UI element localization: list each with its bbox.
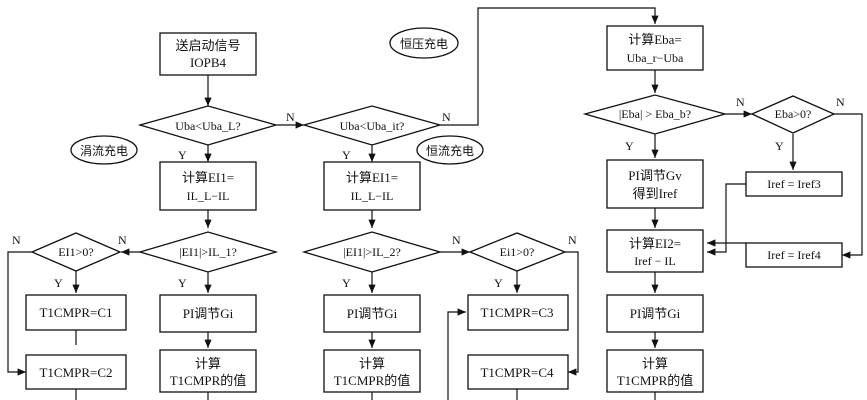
decision-e-pos-b: Ei1>0?: [468, 232, 567, 272]
decision-uba-it: Uba<Uba_it?: [301, 105, 443, 146]
svg-text:Y: Y: [178, 276, 187, 290]
svg-text:Ei1>0?: Ei1>0?: [500, 245, 535, 259]
svg-text:计算: 计算: [359, 356, 385, 371]
svg-text:T1CMPR的值: T1CMPR的值: [334, 373, 411, 388]
svg-text:T1CMPR的值: T1CMPR的值: [170, 373, 247, 388]
svg-text:PI调节Gi: PI调节Gi: [183, 306, 234, 321]
svg-text:Iref − IL: Iref − IL: [634, 254, 675, 268]
box-cmpr4: T1CMPR=C4: [467, 354, 569, 390]
svg-text:Eba>0?: Eba>0?: [775, 107, 812, 121]
ellipse-trickle: 涓流充电: [70, 135, 138, 165]
svg-text:N: N: [118, 233, 127, 247]
svg-text:T1CMPR=C4: T1CMPR=C4: [480, 365, 554, 380]
svg-text:计算Eba=: 计算Eba=: [628, 32, 682, 47]
decision-ei1-a: |EI1|>IL_1?: [137, 231, 279, 273]
svg-text:N: N: [452, 233, 461, 247]
decision-ei1-b: |EI1|>IL_2?: [301, 231, 443, 273]
svg-text:IL_L−IL: IL_L−IL: [187, 189, 230, 203]
box-pi-c: PI调节Gi: [606, 294, 704, 333]
box-calc-ei1-b: 计算EI1= IL_L−IL: [323, 161, 421, 211]
svg-text:N: N: [442, 110, 451, 124]
svg-text:Y: Y: [54, 276, 63, 290]
box-cmpr1: T1CMPR=C1: [25, 294, 127, 331]
svg-text:|EI1|>IL_1?: |EI1|>IL_1?: [179, 245, 237, 259]
decision-eba-pos: Eba>0?: [750, 95, 836, 134]
svg-text:得到Iref: 得到Iref: [633, 186, 678, 201]
svg-text:Uba<Uba_L?: Uba<Uba_L?: [175, 119, 240, 133]
ellipse-constant-current: 恒流充电: [416, 135, 484, 165]
svg-text:|Eba| > Eba_b?: |Eba| > Eba_b?: [619, 107, 691, 121]
svg-text:Y: Y: [775, 139, 784, 153]
box-send-signal: 送启动信号 IOPB4: [159, 32, 257, 76]
svg-text:Y: Y: [625, 139, 634, 153]
svg-text:恒流充电: 恒流充电: [426, 143, 474, 158]
svg-text:T1CMPR=C2: T1CMPR=C2: [39, 365, 112, 380]
box-cmpr2: T1CMPR=C2: [25, 354, 127, 390]
box-pi-b: PI调节Gi: [323, 294, 421, 333]
branch-labels: Y N Y N Y N Y N Y N Y N Y N Y N: [12, 95, 845, 290]
svg-text:Y: Y: [342, 276, 351, 290]
svg-text:Iref = Iref4: Iref = Iref4: [767, 248, 820, 262]
svg-text:Y: Y: [342, 148, 351, 162]
decision-e-pos-a: EI1>0?: [30, 232, 122, 272]
svg-text:T1CMPR=C3: T1CMPR=C3: [480, 305, 553, 320]
connectors: [7, 7, 863, 400]
svg-text:Uba<Uba_it?: Uba<Uba_it?: [340, 119, 405, 133]
svg-text:N: N: [12, 233, 21, 247]
box-iref4: Iref = Iref4: [745, 242, 843, 268]
svg-text:恒压充电: 恒压充电: [400, 36, 448, 51]
svg-text:IL_L−IL: IL_L−IL: [351, 189, 394, 203]
svg-text:计算: 计算: [642, 356, 668, 371]
svg-text:PI调节Gi: PI调节Gi: [630, 306, 681, 321]
svg-text:N: N: [736, 95, 745, 109]
svg-text:Iref = Iref3: Iref = Iref3: [767, 177, 820, 191]
svg-text:送启动信号: 送启动信号: [175, 38, 240, 53]
svg-text:N: N: [568, 233, 577, 247]
svg-text:EI1>0?: EI1>0?: [58, 245, 93, 259]
svg-text:N: N: [286, 110, 295, 124]
box-calc-eba: 计算Eba= Uba_r−Uba: [606, 25, 704, 71]
svg-text:IOPB4: IOPB4: [190, 55, 227, 70]
box-calc-ei1-a: 计算EI1= IL_L−IL: [159, 161, 257, 211]
svg-text:计算EI1=: 计算EI1=: [346, 170, 398, 185]
decision-uba-l: Uba<Uba_L?: [137, 105, 279, 146]
box-calc-cmpr-b: 计算 T1CMPR的值: [323, 349, 421, 393]
svg-text:涓流充电: 涓流充电: [80, 143, 128, 158]
svg-text:计算EI1=: 计算EI1=: [182, 170, 234, 185]
svg-text:N: N: [836, 95, 845, 109]
box-pi-gv: PI调节Gv 得到Iref: [606, 159, 704, 209]
svg-text:Y: Y: [494, 276, 503, 290]
box-iref3: Iref = Iref3: [745, 171, 843, 197]
svg-text:T1CMPR的值: T1CMPR的值: [617, 373, 694, 388]
ellipse-constant-voltage: 恒压充电: [389, 27, 459, 59]
svg-text:PI调节Gi: PI调节Gi: [347, 306, 398, 321]
svg-text:T1CMPR=C1: T1CMPR=C1: [39, 305, 112, 320]
svg-text:计算: 计算: [195, 356, 221, 371]
box-calc-cmpr-a: 计算 T1CMPR的值: [159, 349, 257, 393]
svg-text:PI调节Gv: PI调节Gv: [628, 168, 682, 183]
svg-text:Uba_r−Uba: Uba_r−Uba: [627, 51, 684, 65]
box-cmpr3: T1CMPR=C3: [467, 294, 569, 331]
box-pi-a: PI调节Gi: [159, 294, 257, 333]
svg-text:Y: Y: [178, 148, 187, 162]
svg-text:计算EI2=: 计算EI2=: [629, 236, 681, 251]
box-calc-ei2: 计算EI2= Iref − IL: [606, 229, 704, 273]
svg-text:|EI1|>IL_2?: |EI1|>IL_2?: [343, 245, 401, 259]
decision-eba: |Eba| > Eba_b?: [582, 94, 728, 135]
box-calc-cmpr-c: 计算 T1CMPR的值: [606, 349, 704, 393]
